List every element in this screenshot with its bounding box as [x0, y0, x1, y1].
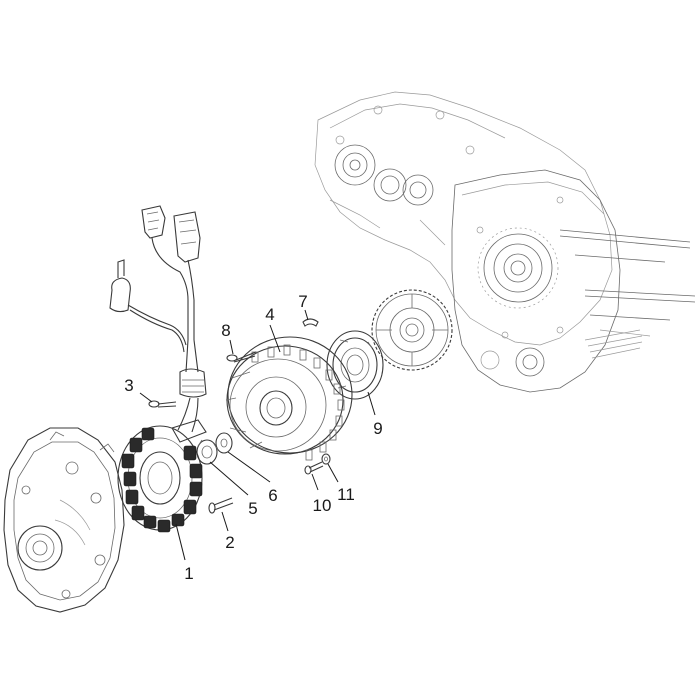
part-9-starter-clutch [326, 330, 384, 400]
toothed-gear [371, 289, 453, 371]
callout-4: 4 [265, 305, 274, 324]
part-8-screw [226, 351, 257, 363]
callout-6: 6 [268, 486, 277, 505]
callout-11: 11 [337, 485, 355, 504]
leader-lines [139, 309, 376, 561]
engine-crankcase [314, 91, 696, 393]
callout-9: 9 [373, 419, 382, 438]
part-6-washer [215, 432, 233, 454]
callout-5: 5 [248, 499, 257, 518]
part-7-key [302, 318, 319, 327]
callout-10: 10 [313, 496, 332, 515]
callout-7: 7 [298, 292, 307, 311]
part-3-screw [148, 400, 177, 408]
part-1-stator [117, 419, 207, 533]
callout-2: 2 [225, 533, 234, 552]
part-2-screw [208, 497, 234, 514]
part-10-screw [304, 461, 324, 475]
wiring-harness [109, 205, 207, 433]
left-cover-housing [3, 427, 125, 613]
callout-labels: 1 2 3 4 5 6 7 8 9 10 11 [124, 292, 382, 583]
part-11-washer [321, 453, 331, 465]
callout-8: 8 [221, 321, 230, 340]
callout-3: 3 [124, 376, 133, 395]
part-4-flywheel [225, 336, 353, 461]
callout-1: 1 [184, 564, 193, 583]
